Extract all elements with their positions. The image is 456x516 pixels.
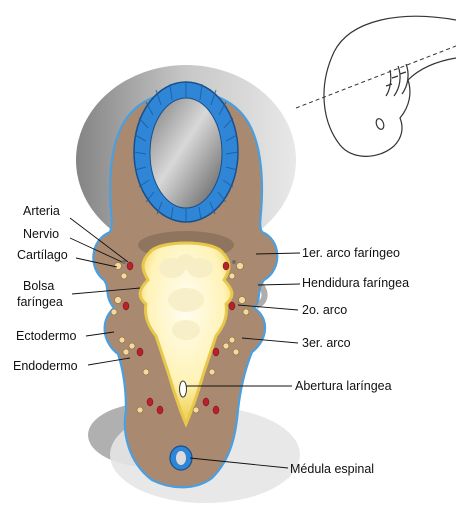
section-plane-line — [296, 46, 456, 108]
label-bolsa-line1: Bolsa — [23, 279, 54, 293]
neural-tube — [134, 82, 238, 222]
label-endodermo: Endodermo — [13, 359, 78, 373]
label-ectodermo: Ectodermo — [16, 329, 76, 343]
label-arco1: 1er. arco faríngeo — [302, 246, 400, 260]
label-arco3: 3er. arco — [302, 336, 351, 350]
laryngeal-opening — [180, 381, 187, 397]
label-arteria: Arteria — [23, 204, 60, 218]
label-hendidura: Hendidura faríngea — [302, 276, 409, 290]
spinal-cord — [170, 446, 192, 470]
label-cartilago: Cartílago — [17, 248, 68, 262]
label-bolsa-line2: faríngea — [17, 295, 63, 309]
embryo-orientation-sketch — [324, 16, 456, 156]
label-nervio: Nervio — [23, 227, 59, 241]
label-arco2: 2o. arco — [302, 303, 347, 317]
label-abertura: Abertura laríngea — [295, 379, 392, 393]
label-medula: Médula espinal — [290, 462, 374, 476]
